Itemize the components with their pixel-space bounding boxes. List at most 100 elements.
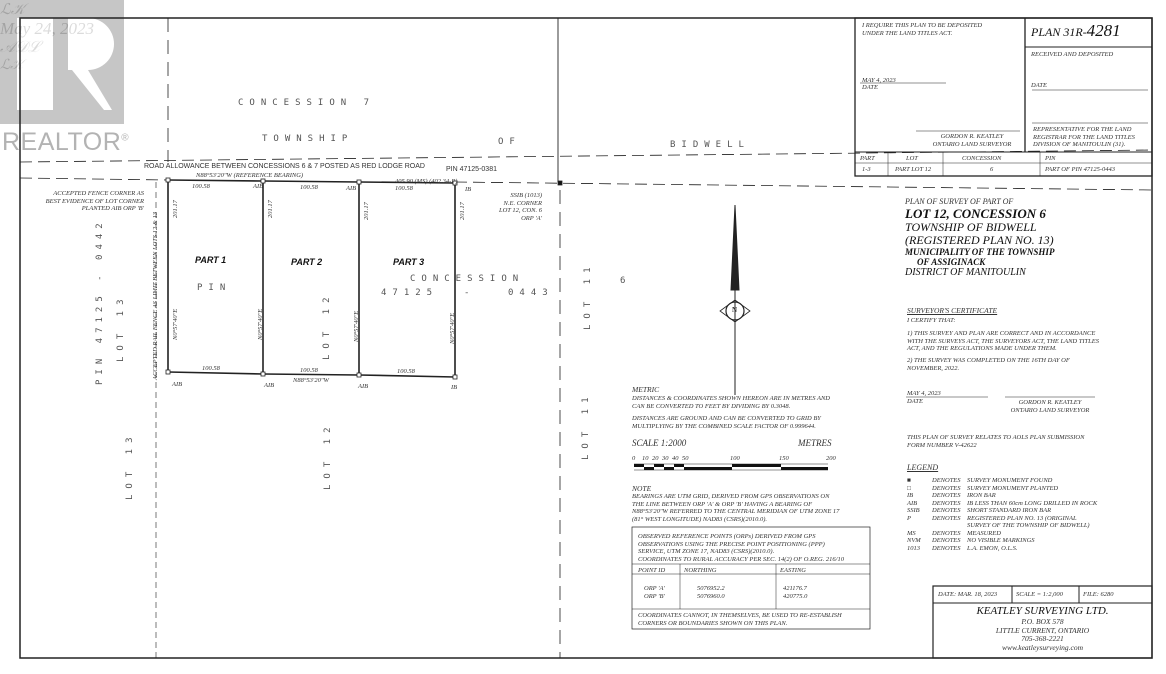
orp-row-a-id: ORP 'A'	[644, 585, 665, 592]
orp-row-b-easting: 420775.0	[783, 593, 808, 600]
depth-4: 201.17	[459, 202, 466, 220]
scale-tick-label: 20	[652, 455, 659, 462]
road-pin: PIN 47125-0381	[446, 166, 497, 173]
aib-1: AIB	[253, 183, 264, 190]
side-bearing-1: N0°57'40"E	[172, 308, 179, 340]
side-bearing-4: N0°57'40"E	[449, 312, 456, 344]
plan-title-line2: LOT 12, CONCESSION 6	[905, 206, 1046, 221]
aib-3: AIB	[172, 381, 183, 388]
legend-heading: LEGEND	[907, 463, 939, 472]
title-block-border	[854, 17, 1153, 177]
plan-title-line4: (REGISTERED PLAN NO. 13)	[905, 233, 1054, 247]
legend-symbol: ■	[907, 477, 911, 484]
legend-desc: MEASURED	[967, 529, 1001, 537]
legend-word: DENOTES	[932, 537, 961, 544]
legend-word: DENOTES	[932, 477, 961, 484]
metric-p1: DISTANCES & COORDINATES SHOWN HEREON ARE…	[632, 395, 831, 410]
scale-tick-label: 30	[662, 455, 669, 462]
pin-number-a: 47125	[381, 288, 439, 298]
frontage-3: 100.58	[395, 185, 413, 192]
deposit-date-prefix: DATE	[1031, 82, 1048, 89]
side-bearing-2: N0°57'40"E	[257, 308, 264, 340]
legend-word: DENOTES	[932, 484, 961, 492]
fence-limit-note: ACCEPTED RAIL FENCE AS LIMIT BETWEEN LOT…	[152, 211, 159, 380]
lot-12-label-upper: LOT 12	[322, 291, 332, 360]
north-arrow-icon	[719, 204, 751, 395]
request-date-label: DATE	[862, 84, 879, 91]
legend-desc: NO VISIBLE MARKINGS	[967, 537, 1035, 544]
firm-name: KEATLEY SURVEYING LTD.	[976, 605, 1109, 617]
scale-units: METRES	[798, 438, 832, 448]
rear-3: 100.58	[397, 368, 415, 375]
legend-desc: SURVEY MONUMENT PLANTED	[967, 484, 1059, 492]
firm-block	[932, 585, 1153, 659]
legend-word: DENOTES	[932, 507, 961, 514]
concession-6-label: CONCESSION	[410, 274, 525, 284]
table-cell-lot: PART LOT 12	[895, 166, 932, 173]
certificate-heading: SURVEYOR'S CERTIFICATE	[907, 306, 998, 315]
legend-word: DENOTES	[932, 492, 961, 499]
reference-bearing: N88°53'20"W (REFERENCE BEARING)	[196, 172, 304, 179]
note-heading: NOTE	[632, 484, 652, 493]
certificate-item2: 2) THE SURVEY WAS COMPLETED ON THE 16TH …	[907, 357, 1070, 372]
firm-date: DATE: MAR. 18, 2023	[938, 591, 998, 598]
concession-7-label: CONCESSION 7	[238, 98, 376, 108]
firm-file: FILE: 6280	[1083, 591, 1114, 598]
depth-1: 201.17	[172, 200, 179, 218]
plan-number: PLAN 31R-4281	[1031, 21, 1121, 40]
table-header-concession: CONCESSION	[962, 155, 1002, 162]
sheet-border	[19, 17, 1153, 659]
legend-desc: SURVEY OF THE TOWNSHIP OF BIDWELL)	[967, 522, 1090, 529]
plan-title-line6: OF ASSIGINACK	[917, 257, 986, 267]
aols-note: THIS PLAN OF SURVEY RELATES TO AOLS PLAN…	[907, 434, 1085, 449]
legend-symbol: SSIB	[907, 507, 920, 514]
rear-bearing: N88°53'20"W	[293, 377, 329, 384]
scale-tick-label: 10	[642, 455, 649, 462]
legend-desc: IRON BAR	[967, 492, 996, 499]
legend-symbol: MS	[907, 529, 916, 537]
lot-12-label: LOT 12	[323, 421, 333, 490]
scale-tick-label: 100	[730, 455, 740, 462]
scale-tick-label: 0	[632, 455, 636, 462]
frontage-2: 100.58	[300, 184, 318, 191]
request-date: MAY 4, 2023	[862, 77, 896, 84]
scale-tick-label: 50	[682, 455, 689, 462]
pin-label: PIN	[197, 283, 232, 293]
of-label: OF	[498, 137, 521, 147]
received-label: RECEIVED AND DEPOSITED	[1031, 51, 1114, 58]
orp-intro: OBSERVED REFERENCE POINTS (ORPs) DERIVED…	[638, 533, 825, 555]
metric-heading: METRIC	[632, 385, 660, 394]
plan-title-line5: MUNICIPALITY OF THE TOWNSHIP	[905, 247, 1055, 257]
pin-number-b: 0443	[508, 288, 554, 298]
legend-desc: SHORT STANDARD IRON BAR	[967, 507, 1052, 514]
lot-11-label: LOT 11	[581, 391, 591, 460]
depth-2: 201.17	[267, 200, 274, 218]
scale-tick-label: 150	[779, 455, 789, 462]
table-cell-pin: PART OF PIN 47125-0443	[1045, 166, 1115, 173]
road-allowance-label: ROAD ALLOWANCE BETWEEN CONCESSIONS 6 & 7…	[144, 163, 425, 170]
orp-footer: COORDINATES CANNOT, IN THEMSELVES, BE US…	[638, 612, 842, 627]
legend-symbol: P	[907, 514, 911, 522]
table-cell-part: 1-3	[862, 166, 871, 173]
table-header-pin: PIN	[1045, 155, 1056, 162]
legend-symbol: 1013	[907, 544, 920, 552]
certificate-date: MAY 4, 2023	[907, 390, 941, 397]
orp-row-b-northing: 5076960.0	[697, 593, 725, 600]
orp-box	[631, 526, 871, 630]
scale-bar	[634, 464, 828, 470]
orp-accuracy: COORDINATES TO RURAL ACCURACY PER SEC. 1…	[638, 556, 844, 563]
side-bearing-3: N0°57'40"E	[353, 310, 360, 342]
lot-11-label-upper: LOT 11	[583, 261, 593, 330]
aib-2: AIB	[346, 185, 357, 192]
lot-13-label-lower: LOT 13	[125, 431, 135, 500]
monuments	[165, 177, 563, 380]
legend-desc: SURVEY MONUMENT FOUND	[967, 477, 1053, 484]
realtor-wordmark: REALTOR®	[2, 128, 130, 156]
ib-1: IB	[465, 186, 472, 193]
metric-p2: DISTANCES ARE GROUND AND CAN BE CONVERTE…	[632, 415, 821, 430]
